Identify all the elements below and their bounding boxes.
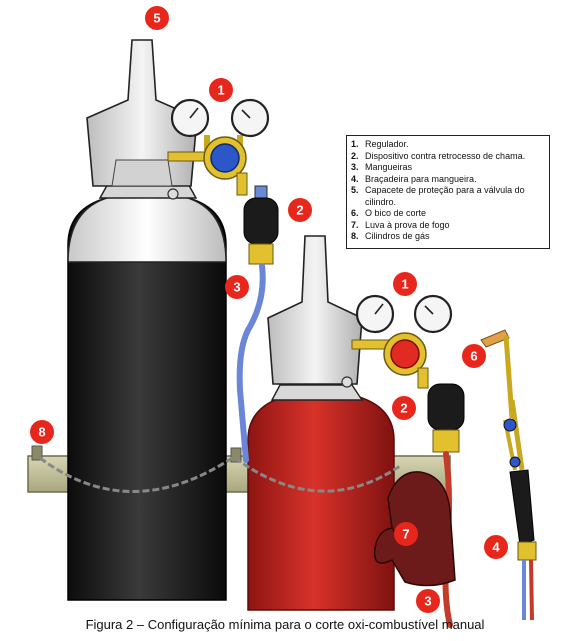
callout-badge-hose-blue: 3 xyxy=(225,275,249,299)
badge-number: 5 xyxy=(153,11,160,26)
callout-badge-torch-tip: 6 xyxy=(462,344,486,368)
legend-item-text: Cilindros de gás xyxy=(365,231,430,241)
red-gas-cylinder xyxy=(247,384,395,611)
badge-number: 6 xyxy=(470,349,477,364)
legend-item-number: 6. xyxy=(351,208,359,218)
badge-circle xyxy=(288,198,312,222)
legend-item: 3. Mangueiras xyxy=(351,162,545,174)
cutting-torch xyxy=(480,329,537,621)
callout-badge-flashback-red: 2 xyxy=(392,396,416,420)
badge-circle xyxy=(30,420,54,444)
hose-blue xyxy=(236,263,266,463)
legend-box: 1. Regulador. 2. Dispositivo contra retroce… xyxy=(346,135,550,249)
legend-item-text: Capacete de proteção para a válvula do c… xyxy=(365,185,525,207)
black-gas-cylinder xyxy=(67,179,227,601)
badge-circle xyxy=(393,272,417,296)
callout-badge-regulator-red: 1 xyxy=(393,272,417,296)
legend-item-number: 7. xyxy=(351,219,359,230)
legend-item-number: 4. xyxy=(351,173,359,184)
callout-badge-flashback-blue: 2 xyxy=(288,198,312,222)
legend-item: 1. Regulador. xyxy=(351,139,545,151)
legend-item: 4. Braçadeira para mangueira. xyxy=(351,174,545,186)
legend-item-number: 8. xyxy=(351,231,359,241)
badge-number: 2 xyxy=(296,203,303,218)
badge-circle xyxy=(392,396,416,420)
flashback-arrestor-red xyxy=(427,383,465,453)
valve-protection-cap-red xyxy=(267,235,363,388)
flashback-arrestor-blue xyxy=(243,185,279,265)
badge-circle xyxy=(484,535,508,559)
regulator-blue xyxy=(167,98,270,196)
legend-item-text: Regulador. xyxy=(365,139,409,149)
callout-badge-clamp: 4 xyxy=(484,535,508,559)
callout-badge-regulator-blue: 1 xyxy=(209,78,233,102)
legend-item-number: 1. xyxy=(351,139,359,149)
legend-item: 6. O bico de corte xyxy=(351,208,545,220)
badge-number: 3 xyxy=(233,280,240,295)
valve-protection-cap-black xyxy=(86,39,198,200)
legend-item-text: Mangueiras xyxy=(365,162,413,172)
legend-item-text: O bico de corte xyxy=(365,208,427,218)
badge-number: 1 xyxy=(217,83,224,98)
badge-number: 8 xyxy=(38,425,45,440)
regulator-red xyxy=(351,294,453,389)
badge-circle xyxy=(145,6,169,30)
figure-caption: Figura 2 – Configuração mínima para o co… xyxy=(85,617,485,632)
legend-item: 5. Capacete de proteção para a válvula do… xyxy=(351,185,545,208)
callout-badge-cap-black: 5 xyxy=(145,6,169,30)
legend-item-text: Dispositivo contra retrocesso de chama. xyxy=(365,150,526,161)
badge-number: 4 xyxy=(492,540,500,555)
badge-circle xyxy=(209,78,233,102)
badge-number: 2 xyxy=(400,401,407,416)
badge-number: 3 xyxy=(424,594,431,609)
callout-badge-cylinder: 8 xyxy=(30,420,54,444)
legend-list: 1. Regulador. 2. Dispositivo contra retroce… xyxy=(351,139,545,243)
badge-circle xyxy=(394,522,418,546)
callout-badge-glove: 7 xyxy=(394,522,418,546)
callout-badge-hose-red: 3 xyxy=(416,589,440,613)
badge-number: 1 xyxy=(401,277,408,292)
legend-item-number: 5. xyxy=(351,185,359,195)
legend-item-number: 3. xyxy=(351,162,359,172)
legend-item-text: Braçadeira para mangueira. xyxy=(365,173,477,184)
cylinder-chain xyxy=(39,456,401,493)
legend-item-number: 2. xyxy=(351,150,359,161)
badge-circle xyxy=(462,344,486,368)
badge-number: 7 xyxy=(402,527,409,542)
legend-item-text: Luva à prova de fogo xyxy=(365,219,450,230)
badge-circle xyxy=(225,275,249,299)
legend-item: 7. Luva à prova de fogo xyxy=(351,220,545,232)
legend-item: 8. Cilindros de gás xyxy=(351,231,545,243)
badge-circle xyxy=(416,589,440,613)
legend-item: 2. Dispositivo contra retrocesso de chama… xyxy=(351,151,545,163)
